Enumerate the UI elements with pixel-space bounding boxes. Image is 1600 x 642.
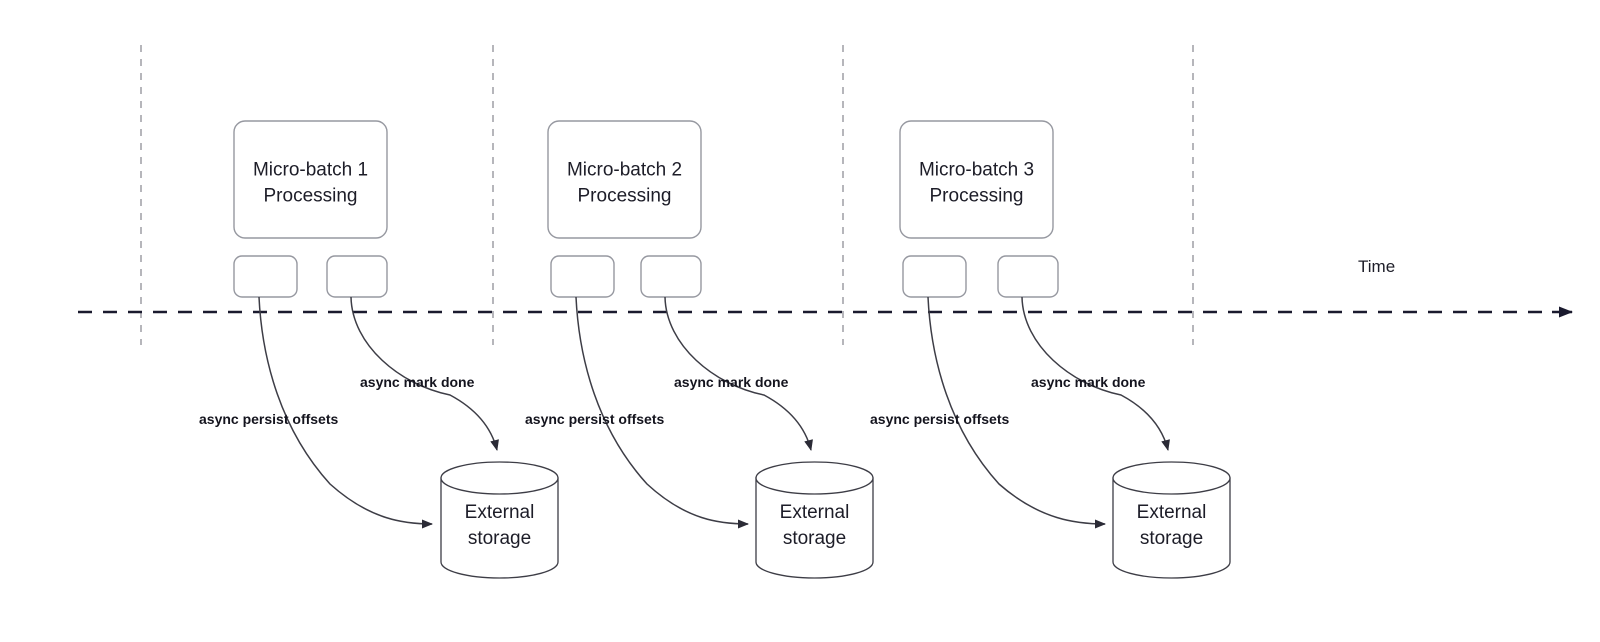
- micro-batch-1-box-label-line1: Micro-batch 1: [253, 160, 368, 181]
- micro-batch-1-box-label-line2: Processing: [264, 186, 358, 207]
- micro-batch-3-box-label-line2: Processing: [930, 186, 1024, 207]
- external-storage-1-label-line1: External: [465, 502, 535, 523]
- edge-async-persist-offsets-1: [258, 296, 433, 529]
- micro-batch-1-box[interactable]: Micro-batch 1 Processing: [233, 120, 388, 239]
- external-storage-3-label-line1: External: [1137, 502, 1207, 523]
- micro-batch-1-box-rect: [233, 120, 388, 239]
- micro-batch-2-task-right[interactable]: [640, 255, 702, 298]
- micro-batch-2-box-rect: [547, 120, 702, 239]
- time-axis-label: Time: [1358, 257, 1395, 276]
- edge-async-persist-offsets-3: [927, 296, 1106, 529]
- external-storage-3-top-ellipse: [1112, 461, 1231, 495]
- micro-batch-3-task-left[interactable]: [902, 255, 967, 298]
- external-storage-1-top-ellipse: [440, 461, 559, 495]
- micro-batch-1-task-left[interactable]: [233, 255, 298, 298]
- edge-async-mark-done-1: [350, 296, 499, 451]
- edge-async-persist-offsets-2-label: async persist offsets: [525, 411, 664, 427]
- micro-batch-3-box-label-line1: Micro-batch 3: [919, 160, 1034, 181]
- edge-async-mark-done-2-label: async mark done: [674, 374, 789, 390]
- edge-async-mark-done-3-label: async mark done: [1031, 374, 1146, 390]
- edge-async-mark-done-1-label: async mark done: [360, 374, 475, 390]
- external-storage-2-top-ellipse: [755, 461, 874, 495]
- external-storage-1-body: [440, 477, 559, 579]
- micro-batch-2-task-left[interactable]: [550, 255, 615, 298]
- micro-batch-1-task-right[interactable]: [326, 255, 388, 298]
- external-storage-1-label-line2: storage: [468, 528, 531, 549]
- micro-batch-2-box-label-line1: Micro-batch 2: [567, 160, 682, 181]
- external-storage-2-body: [755, 477, 874, 579]
- external-storage-3-body: [1112, 477, 1231, 579]
- external-storage-2-label-line1: External: [780, 502, 850, 523]
- external-storage-2-label-line2: storage: [783, 528, 846, 549]
- axis-label-layer: Time: [1358, 257, 1395, 276]
- external-storage-2[interactable]: External storage: [755, 461, 874, 579]
- micro-batch-3-task-right[interactable]: [997, 255, 1059, 298]
- edge-async-persist-offsets-1-label: async persist offsets: [199, 411, 338, 427]
- external-storage-3-label-line2: storage: [1140, 528, 1203, 549]
- edge-async-mark-done-3: [1021, 296, 1170, 451]
- edge-async-persist-offsets-2: [575, 296, 749, 529]
- micro-batch-3-box-rect: [899, 120, 1054, 239]
- external-storage-3[interactable]: External storage: [1112, 461, 1231, 579]
- edge-async-persist-offsets-3-label: async persist offsets: [870, 411, 1009, 427]
- external-storage-1[interactable]: External storage: [440, 461, 559, 579]
- edge-async-mark-done-2: [664, 296, 813, 451]
- micro-batch-3-box[interactable]: Micro-batch 3 Processing: [899, 120, 1054, 239]
- micro-batch-2-box-label-line2: Processing: [578, 186, 672, 207]
- micro-batch-2-box[interactable]: Micro-batch 2 Processing: [547, 120, 702, 239]
